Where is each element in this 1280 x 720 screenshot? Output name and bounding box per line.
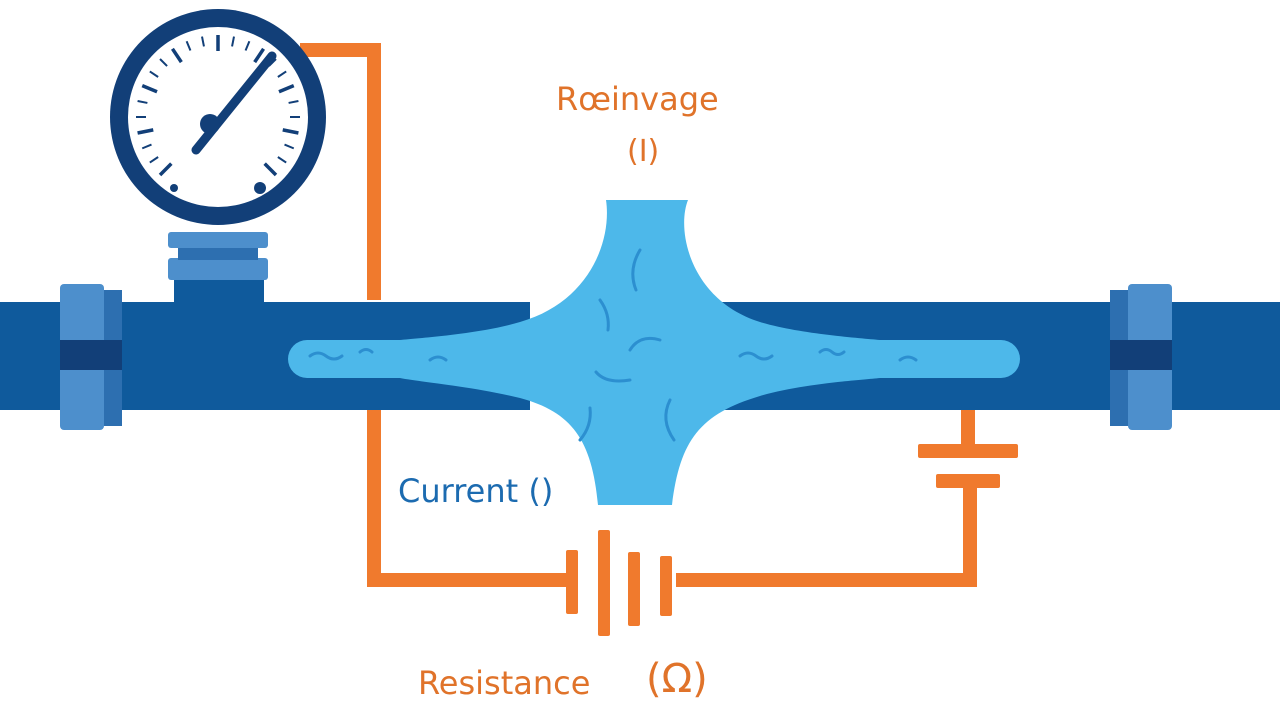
pressure-gauge-icon	[110, 9, 326, 308]
gauge-tick	[263, 162, 278, 177]
gauge-tick	[159, 58, 168, 67]
gauge-tick	[137, 128, 154, 135]
water-flow	[288, 200, 1020, 505]
gauge-tick	[253, 47, 266, 64]
battery-cell-icon	[566, 530, 672, 636]
capacitor-icon	[918, 444, 1018, 488]
top-label: Rœinvage	[556, 80, 719, 118]
resistance-label: Resistance	[418, 664, 591, 702]
gauge-tick	[149, 70, 159, 78]
gauge-needle	[191, 51, 277, 155]
gauge-tick	[185, 40, 192, 51]
current-label: Current ()	[398, 472, 554, 510]
water-junction	[400, 200, 880, 505]
gauge-tick	[201, 36, 205, 47]
gauge-tick	[170, 47, 183, 64]
gauge-tick	[277, 70, 287, 78]
gauge-tick	[141, 143, 152, 150]
gauge-tick	[141, 84, 158, 94]
gauge-tick	[137, 100, 148, 104]
wire-gauge-to-pipe	[300, 43, 381, 300]
gauge-tick	[278, 84, 295, 94]
gauge-tick	[158, 162, 173, 177]
gauge-tick	[244, 40, 251, 51]
ohm-symbol-label: (Ω)	[646, 656, 708, 702]
gauge-tick	[231, 36, 235, 47]
gauge-tick	[149, 156, 159, 164]
wire-right-loop	[676, 488, 977, 587]
gauge-tick	[284, 143, 295, 150]
gauge-tick	[288, 100, 299, 104]
gauge-ticks	[136, 35, 300, 177]
wire-left-loop	[367, 410, 570, 587]
top-label-symbol: (I)	[627, 134, 660, 169]
circuit-wire	[300, 43, 977, 587]
gauge-tick	[277, 156, 287, 164]
gauge-tick	[282, 128, 299, 135]
